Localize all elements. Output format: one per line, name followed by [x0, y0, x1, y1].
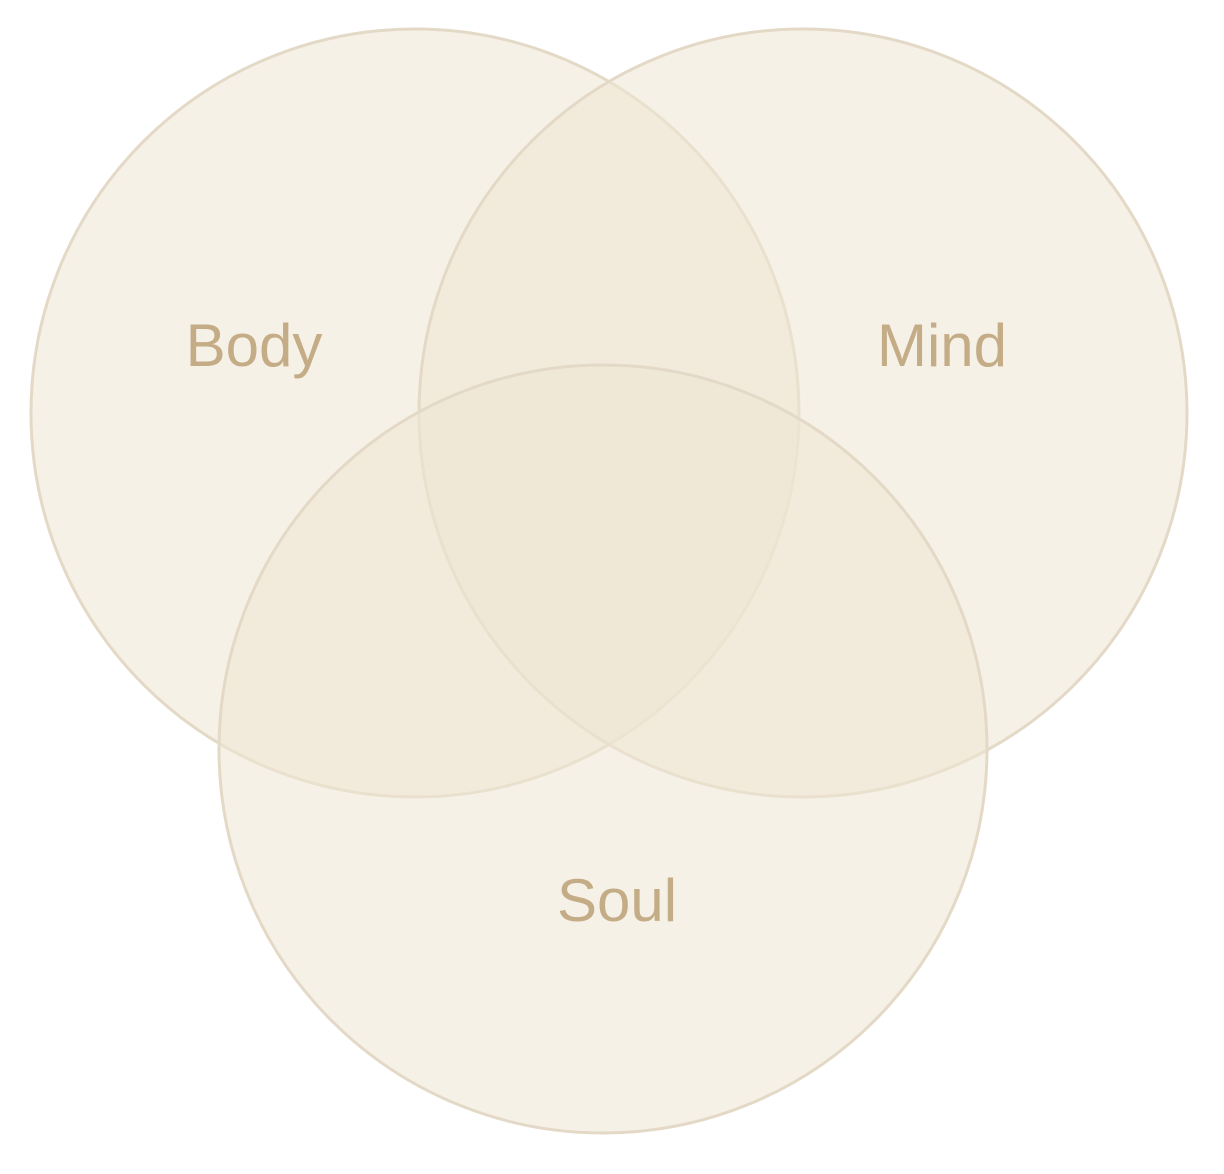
body-label: Body: [186, 312, 323, 379]
mind-label: Mind: [877, 312, 1007, 379]
soul-label: Soul: [557, 867, 677, 934]
soul-circle: [217, 363, 989, 1135]
labels-layer: Body Mind Soul: [186, 312, 1007, 934]
circles-layer: [29, 27, 1189, 1135]
